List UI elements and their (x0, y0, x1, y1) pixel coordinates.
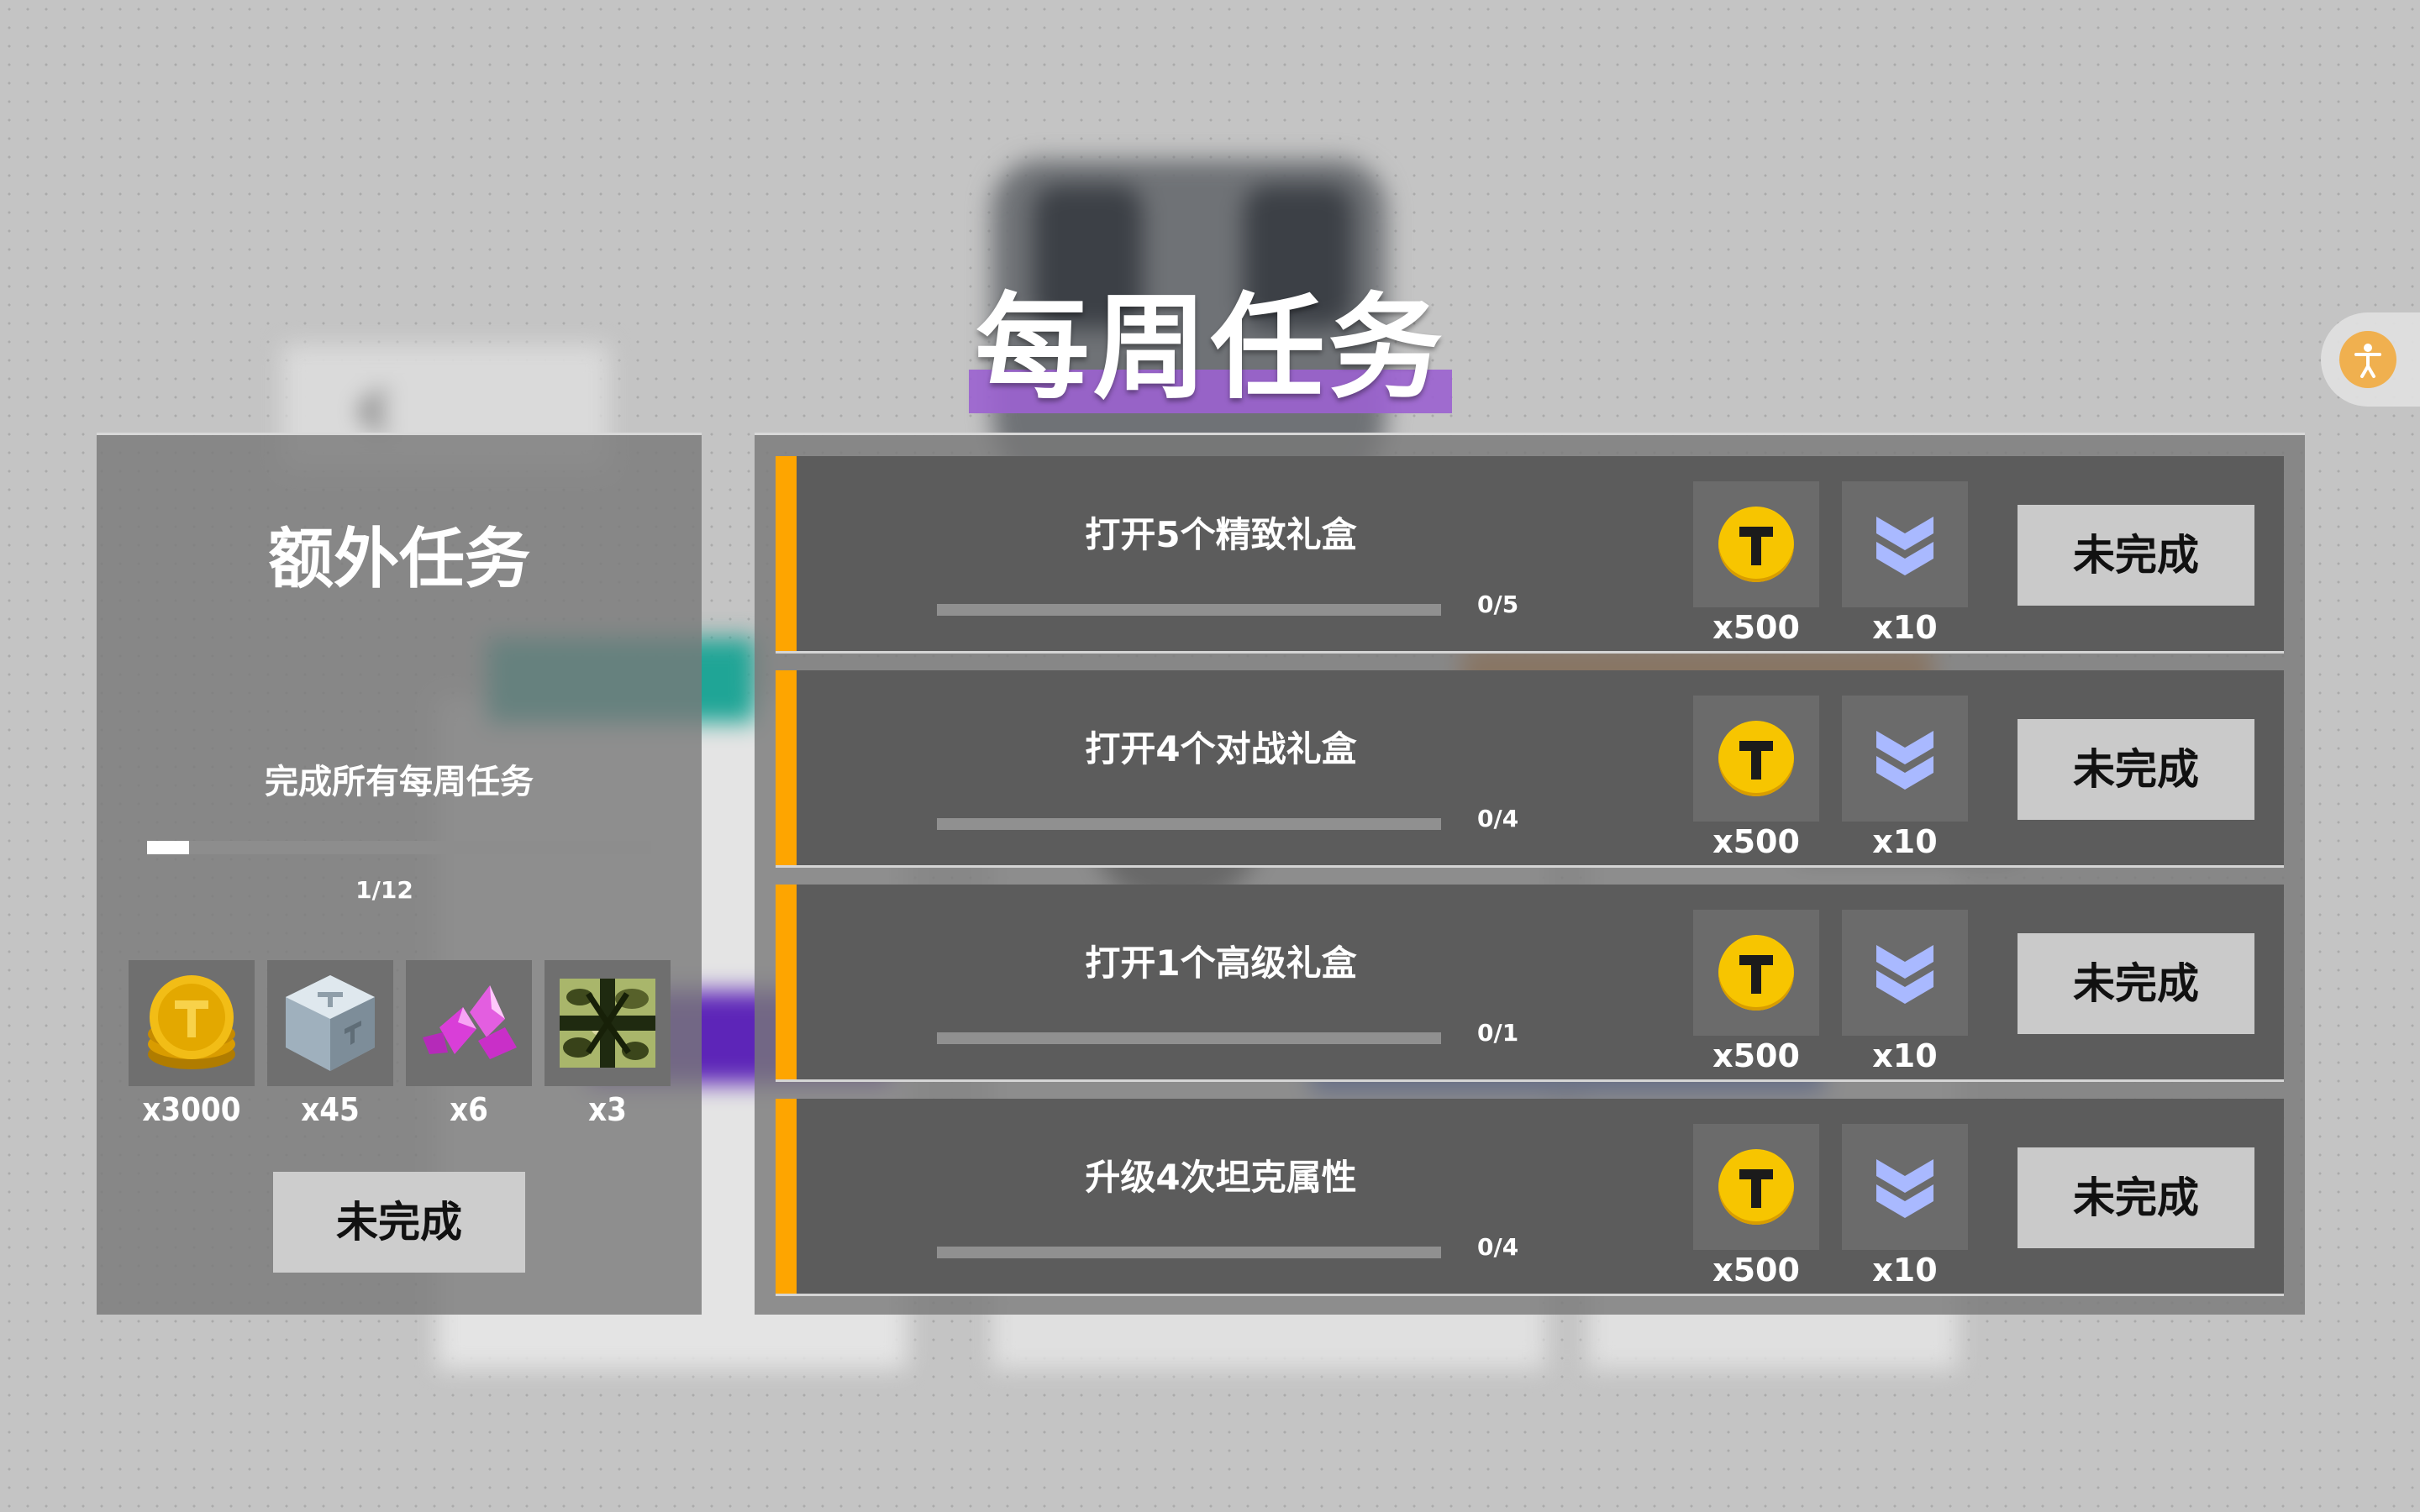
task-accent-bar (776, 456, 797, 651)
task-name: 升级4次坦克属性 (1085, 1157, 1357, 1198)
bonus-reward-dice: x45 (267, 960, 393, 1128)
task-reward-coin-qty: x500 (1712, 823, 1800, 860)
task-name: 打开5个精致礼盒 (1085, 514, 1357, 555)
task-reward-coins: x500 (1693, 910, 1819, 1074)
task-progress-count: 0/1 (1477, 1019, 1519, 1047)
double-chevron-icon (1876, 1159, 1933, 1218)
task-name: 打开1个高级礼盒 (1085, 942, 1357, 984)
bonus-reward-qty: x3000 (142, 1091, 241, 1128)
bonus-reward-qty: x45 (301, 1091, 360, 1128)
background-tank-part (1244, 185, 1353, 328)
bonus-progress-bar (147, 841, 651, 854)
task-reward-coins: x500 (1693, 696, 1819, 860)
task-row: 打开1个高级礼盒 0/1 x500 x10 未完成 (776, 885, 2284, 1082)
t-coin-icon (1718, 935, 1794, 1011)
task-name: 打开4个对战礼盒 (1085, 728, 1357, 769)
task-accent-bar (776, 885, 797, 1079)
gold-coin-stack-icon (148, 975, 235, 1069)
task-row: 打开5个精致礼盒 0/5 x500 x10 未完成 (776, 456, 2284, 654)
task-status-button[interactable]: 未完成 (2018, 1147, 2254, 1248)
task-reward-coin-qty: x500 (1712, 1252, 1800, 1289)
task-reward-rank-qty: x10 (1872, 609, 1938, 646)
accessibility-icon[interactable] (2339, 331, 2396, 388)
task-reward-rank-qty: x10 (1872, 1252, 1938, 1289)
bonus-reward-coins: x3000 (129, 960, 255, 1128)
task-status-button[interactable]: 未完成 (2018, 933, 2254, 1034)
task-accent-bar (776, 1099, 797, 1294)
task-accent-bar (776, 670, 797, 865)
bonus-progress-count: 1/12 (355, 876, 413, 904)
bonus-reward-qty: x6 (450, 1091, 488, 1128)
pink-crystal-icon (423, 985, 517, 1059)
bonus-task-panel: 额外任务 完成所有每周任务 1/12 x3000 (97, 433, 702, 1315)
task-progress-bar (937, 1032, 1441, 1044)
task-progress-bar (937, 1247, 1441, 1258)
task-progress-bar (937, 818, 1441, 830)
double-chevron-icon (1876, 731, 1933, 790)
t-coin-icon (1718, 721, 1794, 796)
task-reward-rank: x10 (1842, 1124, 1968, 1289)
bonus-progress-fill (147, 841, 189, 854)
background-tank-part (1034, 185, 1143, 328)
camo-gift-box-icon (560, 979, 655, 1068)
bonus-reward-gift: x3 (544, 960, 671, 1128)
double-chevron-icon (1876, 517, 1933, 575)
bonus-claim-button[interactable]: 未完成 (273, 1172, 525, 1273)
bonus-reward-qty: x3 (588, 1091, 627, 1128)
page-title-text: 每周任务 (975, 282, 1446, 415)
page-title: 每周任务 (969, 282, 1452, 415)
task-reward-rank: x10 (1842, 696, 1968, 860)
task-reward-coin-qty: x500 (1712, 609, 1800, 646)
task-reward-coin-qty: x500 (1712, 1037, 1800, 1074)
bonus-panel-title: 额外任务 (267, 522, 530, 597)
task-progress-bar (937, 604, 1441, 616)
task-reward-rank: x10 (1842, 481, 1968, 646)
task-reward-coins: x500 (1693, 1124, 1819, 1289)
task-progress-count: 0/4 (1477, 805, 1519, 832)
task-reward-rank-qty: x10 (1872, 823, 1938, 860)
task-reward-rank: x10 (1842, 910, 1968, 1074)
weekly-task-list: 打开5个精致礼盒 0/5 x500 x10 未完成 打开4个对战礼盒 0/4 x… (755, 433, 2305, 1315)
task-progress-count: 0/5 (1477, 591, 1519, 618)
task-status-button[interactable]: 未完成 (2018, 719, 2254, 820)
bonus-reward-crystal: x6 (406, 960, 532, 1128)
silver-dice-icon (286, 975, 375, 1071)
task-row: 升级4次坦克属性 0/4 x500 x10 未完成 (776, 1099, 2284, 1296)
task-row: 打开4个对战礼盒 0/4 x500 x10 未完成 (776, 670, 2284, 868)
title-underline (969, 370, 1452, 413)
task-reward-coins: x500 (1693, 481, 1819, 646)
task-progress-count: 0/4 (1477, 1233, 1519, 1261)
t-coin-icon (1718, 1149, 1794, 1225)
task-reward-rank-qty: x10 (1872, 1037, 1938, 1074)
bonus-task-description: 完成所有每周任务 (265, 763, 534, 801)
t-coin-icon (1718, 507, 1794, 582)
double-chevron-icon (1876, 945, 1933, 1004)
task-status-button[interactable]: 未完成 (2018, 505, 2254, 606)
